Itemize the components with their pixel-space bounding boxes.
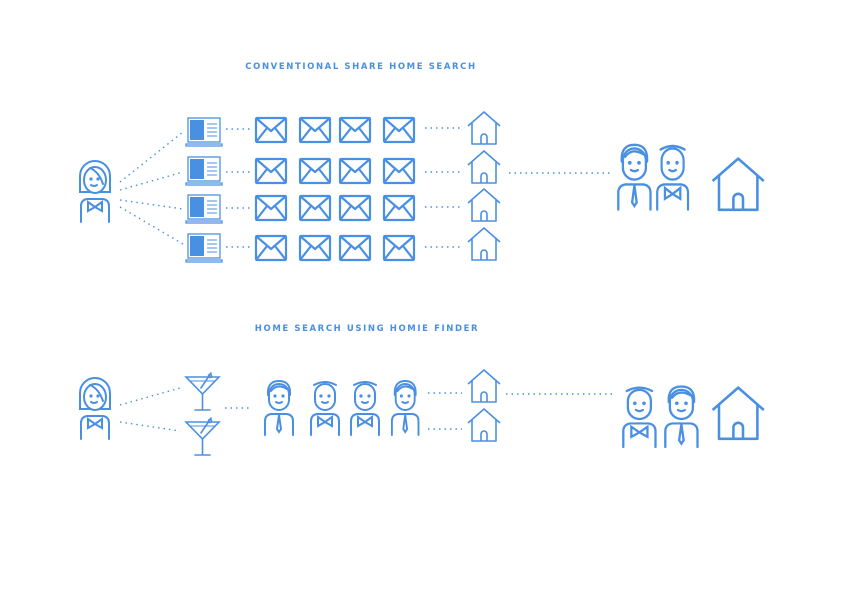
envelope-icon: [338, 157, 372, 185]
envelope-icon: [338, 234, 372, 262]
laptop-icon: [185, 194, 223, 224]
couple-icon: [622, 385, 699, 449]
house-icon: [467, 408, 501, 442]
envelope-icon: [382, 194, 416, 222]
envelope-icon: [254, 234, 288, 262]
person-icon: [310, 381, 340, 436]
section-title-homie-finder: HOME SEARCH USING HOMIE FINDER: [254, 324, 480, 334]
envelope-icon: [254, 194, 288, 222]
laptop-icon: [185, 117, 223, 147]
envelope-icon: [298, 116, 332, 144]
house-icon: [467, 369, 501, 403]
envelope-icon: [298, 157, 332, 185]
envelope-grid: [254, 116, 416, 262]
woman-icon: [79, 160, 111, 223]
person-icon: [390, 380, 420, 436]
laptop-icon: [185, 156, 223, 186]
couple-icon: [617, 143, 690, 211]
person-icon: [264, 380, 294, 436]
envelope-icon: [382, 116, 416, 144]
envelope-icon: [298, 234, 332, 262]
house-icon: [711, 386, 766, 441]
envelope-icon: [298, 194, 332, 222]
envelope-icon: [254, 116, 288, 144]
house-icon: [467, 227, 501, 261]
house-icon: [467, 111, 501, 145]
envelope-icon: [254, 157, 288, 185]
envelope-icon: [382, 234, 416, 262]
house-icon: [711, 157, 766, 212]
homie-finder-flow: [79, 369, 766, 456]
conventional-flow: [79, 111, 766, 263]
envelope-icon: [338, 116, 372, 144]
laptop-icon: [185, 233, 223, 263]
cocktail-icon: [185, 417, 220, 456]
house-icon: [467, 150, 501, 184]
envelope-icon: [382, 157, 416, 185]
envelope-icon: [338, 194, 372, 222]
house-icon: [467, 188, 501, 222]
person-icon: [350, 381, 380, 436]
cocktail-icon: [185, 372, 220, 411]
woman-icon: [79, 377, 111, 440]
section-title-conventional: CONVENTIONAL SHARE HOME SEARCH: [245, 62, 477, 72]
